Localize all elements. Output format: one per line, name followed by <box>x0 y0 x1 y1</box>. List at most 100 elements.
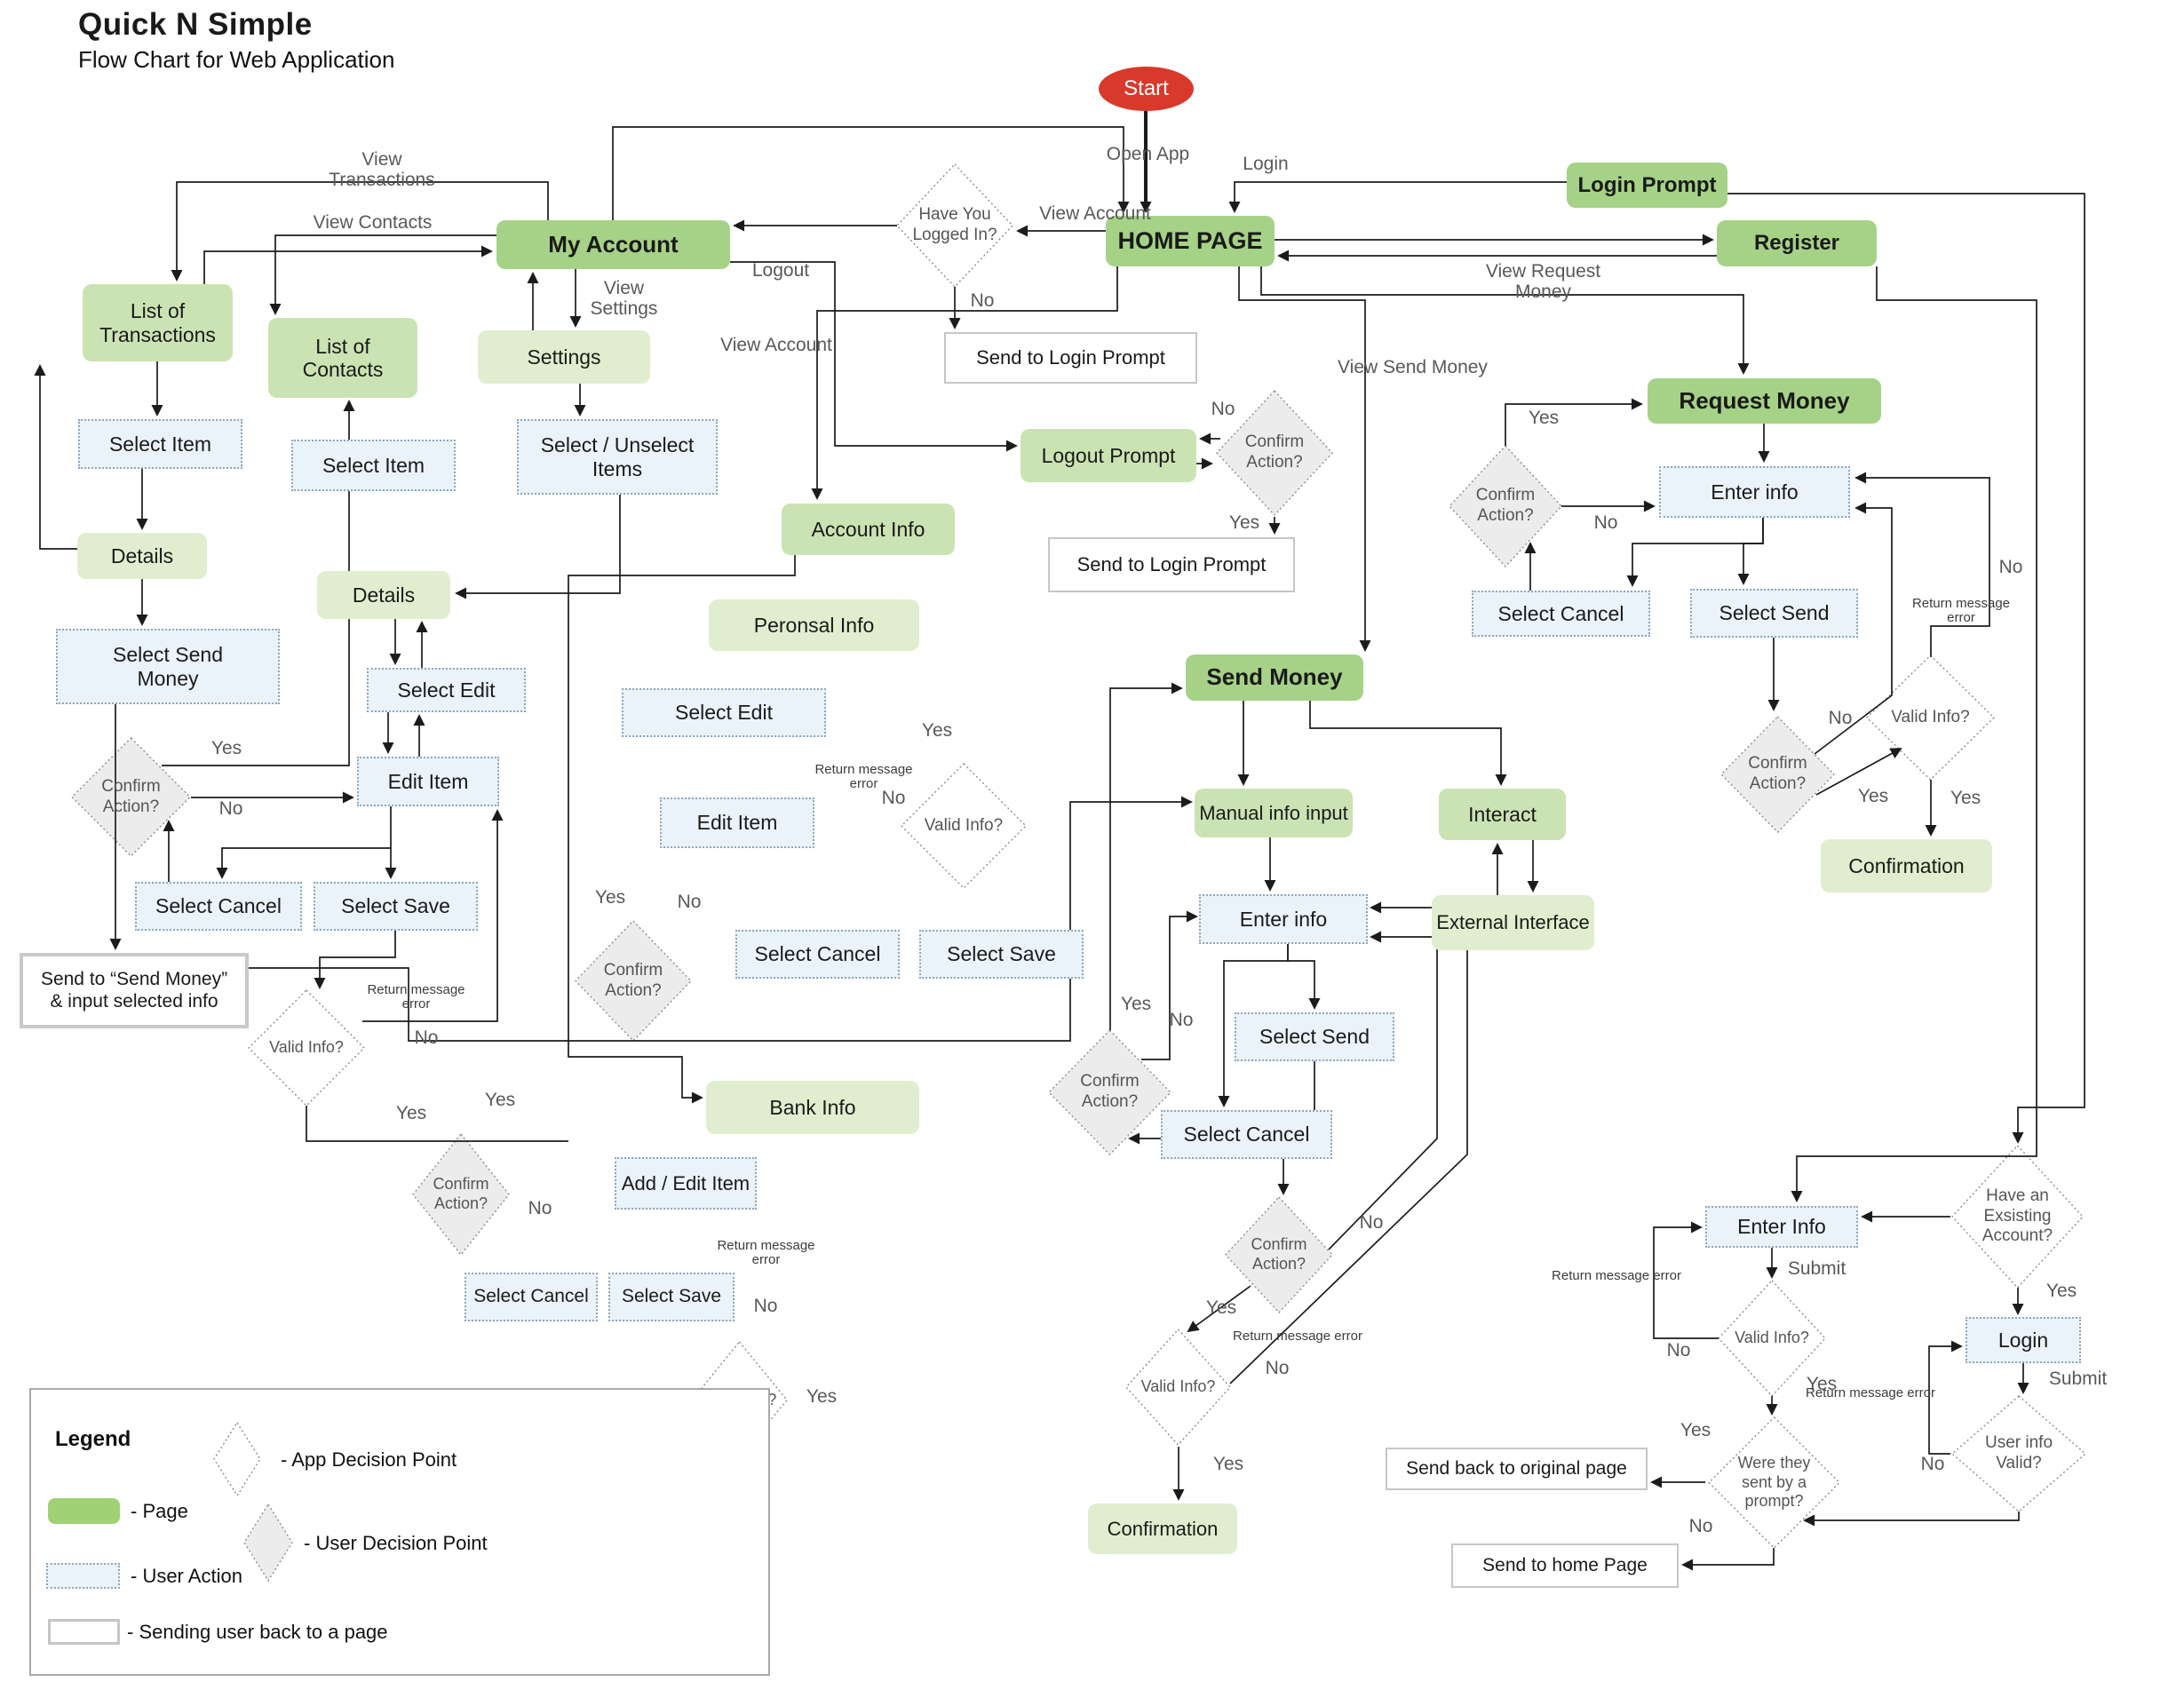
my-account: My Account <box>496 220 730 269</box>
edge-63 <box>1141 910 1198 1060</box>
decision-confirm-request-label: Confirm Action? <box>1475 486 1536 525</box>
edge-60 <box>1218 944 1289 1107</box>
edge-label-26: Yes <box>1212 1454 1244 1475</box>
edge-26 <box>362 809 504 1022</box>
edge-50 <box>1814 502 1893 755</box>
enter-info-request: Enter info <box>1659 466 1850 518</box>
edge-label-29: Return message error <box>717 1237 815 1267</box>
edge-label-27: Yes <box>484 1090 516 1111</box>
decision-confirm-request-2-label: Confirm Action? <box>1748 754 1807 793</box>
decision-have-existing-account-label: Have an Exsisting Account? <box>1981 1186 2053 1246</box>
decision-confirm-send-1-label: Confirm Action? <box>1080 1072 1140 1111</box>
interact: Interact <box>1439 789 1566 840</box>
decision-confirm-send-2-shape <box>1225 1195 1333 1314</box>
enter-info-register: Enter Info <box>1705 1206 1858 1248</box>
edge-9 <box>269 234 496 315</box>
list-of-contacts: List of Contacts <box>268 318 417 398</box>
decision-have-you-logged-in-shape <box>896 163 1013 289</box>
edge-label-23: Yes <box>1205 1297 1237 1319</box>
legend-send-back-label: - Sending user back to a page <box>127 1621 388 1643</box>
edge-17 <box>162 400 355 766</box>
decision-have-existing-account-shape <box>1951 1144 2084 1289</box>
external-interface: External Interface <box>1432 895 1594 950</box>
edge-label-12: Yes <box>1228 512 1260 534</box>
decision-valid-contacts-label: Valid Info? <box>269 1038 344 1057</box>
page-title: Quick N Simple <box>78 7 313 42</box>
bank-info: Bank Info <box>706 1081 919 1134</box>
edge-label-32: Yes <box>210 738 242 759</box>
select-cancel-request: Select Cancel <box>1472 591 1650 637</box>
decision-confirm-personal-label: Confirm Action? <box>603 960 663 1000</box>
edge-25 <box>314 931 396 989</box>
edge-67 <box>1229 901 1468 1384</box>
edge-label-48: No <box>1920 1454 1945 1475</box>
edge-label-5: Logout <box>751 260 810 282</box>
decision-confirm-bank-shape <box>412 1132 510 1257</box>
edge-62 <box>1109 682 1183 1030</box>
legend-page-label: - Page <box>131 1500 188 1522</box>
page-subtitle: Flow Chart for Web Application <box>78 46 395 73</box>
personal-info: Peronsal Info <box>709 599 919 651</box>
select-edit-personal: Select Edit <box>622 688 826 737</box>
decision-valid-register-label: Valid Info? <box>1735 1329 1809 1347</box>
select-unselect-items: Select / Unselect Items <box>517 419 718 495</box>
decision-user-info-valid-label: User info Valid? <box>1984 1433 2053 1472</box>
decision-confirm-request-shape <box>1449 444 1562 568</box>
edge-label-24: Return message error <box>1233 1328 1362 1344</box>
edge-label-14: No <box>1593 512 1618 534</box>
select-cancel-personal: Select Cancel <box>735 930 900 979</box>
send-back-original-page: Send back to original page <box>1386 1448 1648 1490</box>
edge-label-30: No <box>753 1296 778 1317</box>
edit-item-personal: Edit Item <box>660 797 814 848</box>
select-save-bank: Select Save <box>608 1273 735 1321</box>
edge-label-8: View Send Money <box>1338 357 1488 378</box>
select-item-contacts: Select Item <box>291 440 456 491</box>
legend-page-swatch <box>48 1498 120 1524</box>
request-money: Request Money <box>1648 378 1881 424</box>
edge-label-31: Yes <box>806 1386 838 1408</box>
select-cancel-bank: Select Cancel <box>465 1273 598 1321</box>
legend-app-decision-label: - App Decision Point <box>281 1448 457 1471</box>
manual-info-input: Manual info input <box>1195 789 1353 837</box>
edge-label-6: Open App <box>1106 144 1190 165</box>
edge-label-36: Yes <box>395 1103 427 1124</box>
edge-label-13: Yes <box>1528 408 1560 429</box>
edge-label-16: Yes <box>1857 786 1889 807</box>
decision-valid-send-shape <box>1125 1328 1231 1447</box>
edge-29 <box>568 555 796 1104</box>
decision-valid-send-label: Valid Info? <box>1140 1377 1216 1396</box>
select-save-personal: Select Save <box>919 930 1084 979</box>
edge-label-11: No <box>1211 399 1235 420</box>
edge-label-18: Return message error <box>1911 595 2011 625</box>
decision-were-they-sent-label: Were they sent by a prompt? <box>1737 1454 1811 1511</box>
legend-user-decision-icon <box>243 1503 293 1582</box>
edge-label-50: Yes <box>1680 1420 1711 1441</box>
edge-label-10: No <box>970 290 995 312</box>
edge-label-40: No <box>881 788 906 809</box>
edge-12 <box>34 364 77 550</box>
login-prompt: Login Prompt <box>1567 163 1727 208</box>
edge-19 <box>216 806 392 879</box>
decision-confirm-request-2-shape <box>1720 715 1835 834</box>
details-contacts: Details <box>317 571 450 619</box>
list-of-transactions: List of Transactions <box>83 284 233 361</box>
legend-user-decision-label: - User Decision Point <box>304 1532 488 1554</box>
edge-14 <box>203 245 493 284</box>
edge-label-9: View Request Money <box>1485 260 1601 302</box>
decision-confirm-contacts-label: Confirm Action? <box>101 776 161 816</box>
edge-42 <box>1727 193 2085 1144</box>
register: Register <box>1717 220 1877 266</box>
decision-valid-request-label: Valid Info? <box>1891 707 1970 726</box>
edge-65 <box>1328 931 1438 1250</box>
edge-55 <box>1309 701 1507 786</box>
edge-47 <box>1505 398 1643 446</box>
edge-label-35: No <box>414 1027 439 1049</box>
edge-28 <box>249 796 1193 1042</box>
send-to-login-prompt-1: Send to Login Prompt <box>944 332 1197 384</box>
edge-label-42: Submit <box>1787 1258 1846 1280</box>
decision-confirm-send-2-label: Confirm Action? <box>1251 1235 1307 1273</box>
select-send-send: Select Send <box>1235 1012 1394 1061</box>
edge-label-49: Return message error <box>1806 1384 1935 1400</box>
